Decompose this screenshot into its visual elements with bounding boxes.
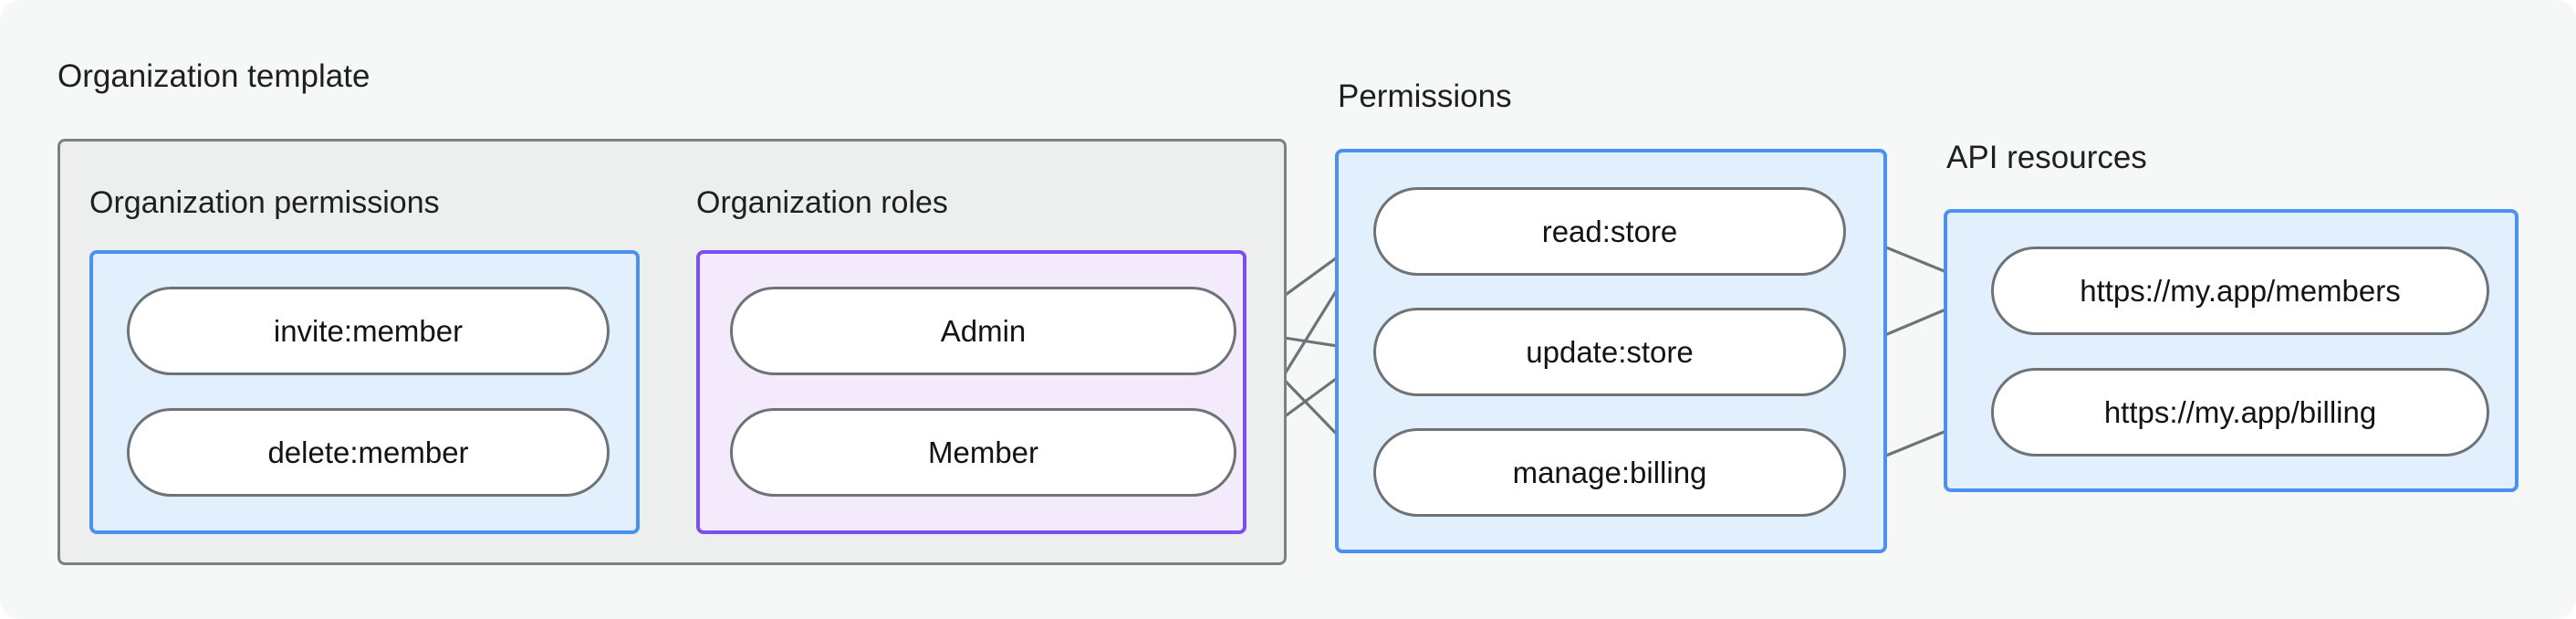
node-delete-member[interactable]: delete:member: [127, 408, 610, 497]
node-invite-member[interactable]: invite:member: [127, 287, 610, 375]
node-billing-url[interactable]: https://my.app/billing: [1991, 368, 2489, 456]
subgroup-title-organization-permissions: Organization permissions: [89, 185, 440, 220]
node-read-store-label: read:store: [1541, 214, 1678, 248]
node-member[interactable]: Member: [730, 408, 1236, 497]
node-update-store-label: update:store: [1526, 334, 1694, 369]
group-title-organization-template: Organization template: [57, 58, 370, 94]
node-members-url-label: https://my.app/members: [2080, 273, 2401, 308]
node-invite-member-label: invite:member: [273, 313, 464, 348]
node-manage-billing[interactable]: manage:billing: [1373, 428, 1846, 517]
node-manage-billing-label: manage:billing: [1512, 455, 1707, 489]
subgroup-title-organization-roles: Organization roles: [696, 185, 948, 220]
group-title-api-resources: API resources: [1946, 140, 2147, 175]
node-admin[interactable]: Admin: [730, 287, 1236, 375]
node-read-store[interactable]: read:store: [1373, 187, 1846, 276]
node-members-url[interactable]: https://my.app/members: [1991, 247, 2489, 335]
node-billing-url-label: https://my.app/billing: [2103, 394, 2377, 429]
node-delete-member-label: delete:member: [267, 435, 469, 469]
node-member-label: Member: [927, 435, 1039, 469]
node-admin-label: Admin: [940, 313, 1027, 348]
group-title-permissions: Permissions: [1338, 79, 1512, 114]
node-update-store[interactable]: update:store: [1373, 308, 1846, 396]
